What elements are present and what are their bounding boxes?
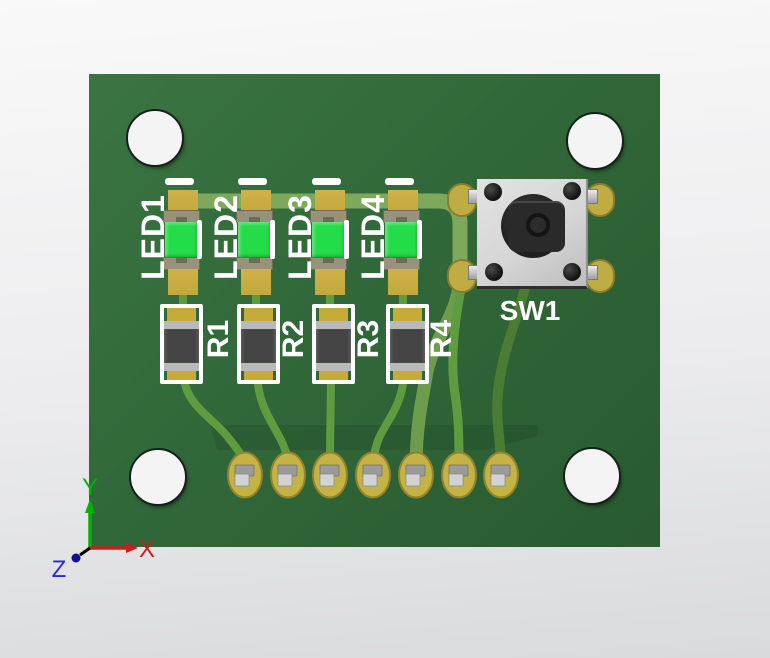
resistor-body bbox=[316, 329, 351, 363]
led-component-led2[interactable] bbox=[236, 178, 275, 296]
resistor-body bbox=[241, 329, 276, 363]
header-pad[interactable] bbox=[398, 451, 434, 499]
led3-reference-label: LED3 bbox=[282, 194, 318, 280]
silkscreen-bar bbox=[312, 178, 341, 185]
led4-reference-label: LED4 bbox=[355, 194, 391, 280]
tact-switch-sw1[interactable] bbox=[477, 179, 588, 289]
resistor-component-r3[interactable] bbox=[312, 304, 355, 384]
led-body bbox=[312, 222, 346, 258]
led-body bbox=[165, 222, 199, 258]
led2-reference-label: LED2 bbox=[208, 194, 244, 280]
r3-reference-label: R3 bbox=[352, 319, 385, 359]
y-axis-arrowhead bbox=[85, 499, 95, 513]
r2-reference-label: R2 bbox=[277, 319, 310, 359]
switch-rivet bbox=[563, 263, 581, 281]
silkscreen-mark bbox=[270, 220, 275, 259]
led-pad bbox=[168, 269, 198, 295]
silkscreen-mark bbox=[344, 220, 349, 259]
trace-switch-to-pad6 bbox=[448, 283, 467, 470]
switch-rivet bbox=[563, 182, 581, 200]
axis-triad[interactable]: Y X Z bbox=[25, 455, 165, 585]
header-pad[interactable] bbox=[483, 451, 519, 499]
trace-switch-to-pad7 bbox=[492, 286, 530, 469]
mounting-hole-top-left bbox=[126, 109, 184, 167]
header-pad[interactable] bbox=[270, 451, 306, 499]
mounting-hole-bottom-right bbox=[563, 447, 621, 505]
led-body bbox=[385, 222, 419, 258]
led-pad bbox=[315, 269, 345, 295]
x-axis-label: X bbox=[139, 536, 155, 563]
led-component-led1[interactable] bbox=[163, 178, 202, 296]
silkscreen-mark bbox=[417, 220, 422, 259]
resistor-component-r4[interactable] bbox=[386, 304, 429, 384]
sw1-reference-label: SW1 bbox=[499, 295, 561, 326]
header-pad[interactable] bbox=[441, 451, 477, 499]
r4-reference-label: R4 bbox=[425, 319, 458, 359]
led-component-led4[interactable] bbox=[383, 178, 422, 296]
resistor-body bbox=[164, 329, 199, 363]
silkscreen-mark bbox=[197, 220, 202, 259]
led-body bbox=[238, 222, 272, 258]
pcb-board[interactable]: LED1 LED2 LED3 LED4 bbox=[89, 74, 660, 547]
z-axis-dot bbox=[71, 553, 81, 563]
led-pad bbox=[388, 269, 418, 295]
resistor-component-r1[interactable] bbox=[160, 304, 203, 384]
y-axis-label: Y bbox=[82, 474, 98, 501]
mounting-hole-bottom-left bbox=[129, 448, 187, 506]
silkscreen-bar bbox=[385, 178, 414, 185]
switch-plunger-pin bbox=[526, 213, 550, 237]
switch-rivet bbox=[485, 263, 503, 281]
z-axis-stub bbox=[79, 546, 91, 557]
silkscreen-bar bbox=[165, 178, 194, 185]
resistor-body bbox=[390, 329, 425, 363]
resistor-component-r2[interactable] bbox=[237, 304, 280, 384]
header-pad[interactable] bbox=[312, 451, 348, 499]
led-pad bbox=[241, 269, 271, 295]
z-axis-label: Z bbox=[52, 556, 67, 583]
mounting-hole-top-right bbox=[566, 112, 624, 170]
r1-reference-label: R1 bbox=[202, 319, 235, 359]
led-component-led3[interactable] bbox=[310, 178, 349, 296]
header-pads[interactable] bbox=[227, 451, 519, 499]
header-pad[interactable] bbox=[227, 451, 263, 499]
header-pad[interactable] bbox=[355, 451, 391, 499]
switch-rivet bbox=[484, 183, 502, 201]
x-axis-arrowhead bbox=[126, 543, 138, 553]
silkscreen-bar bbox=[238, 178, 267, 185]
led1-reference-label: LED1 bbox=[135, 194, 171, 280]
